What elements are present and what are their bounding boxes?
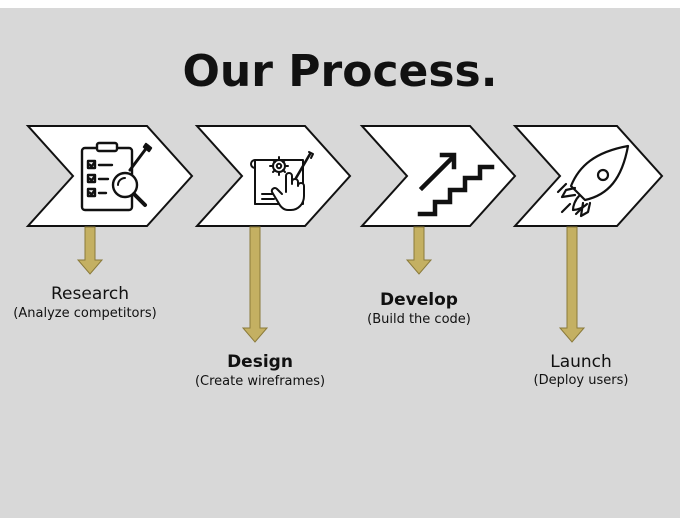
step-description-design: (Create wireframes) xyxy=(194,374,326,389)
step-description-research: (Analyze competitors) xyxy=(13,306,157,321)
connector-arrow-launch xyxy=(558,226,586,343)
step-description-launch: (Deploy users) xyxy=(533,373,629,388)
step-name-research: Research xyxy=(51,284,129,304)
connector-arrow-develop xyxy=(405,226,433,275)
chevron-design xyxy=(194,125,352,227)
stairs-up-arrow-icon xyxy=(417,152,495,217)
chevron-research xyxy=(25,125,194,227)
checklist-magnifier-icon xyxy=(80,141,153,212)
diagram-canvas: Our Process. xyxy=(0,8,680,518)
step-description-develop: (Build the code) xyxy=(367,312,471,327)
connector-arrow-research xyxy=(76,226,104,275)
connector-arrow-design xyxy=(241,226,269,343)
chevron-develop xyxy=(359,125,517,227)
page-title: Our Process. xyxy=(182,46,498,97)
step-name-design: Design xyxy=(227,352,293,372)
rocket-icon xyxy=(556,144,630,218)
process-diagram xyxy=(25,125,664,343)
step-name-develop: Develop xyxy=(380,290,458,310)
step-name-launch: Launch xyxy=(550,352,612,372)
blueprint-gear-hand-icon xyxy=(250,151,314,211)
